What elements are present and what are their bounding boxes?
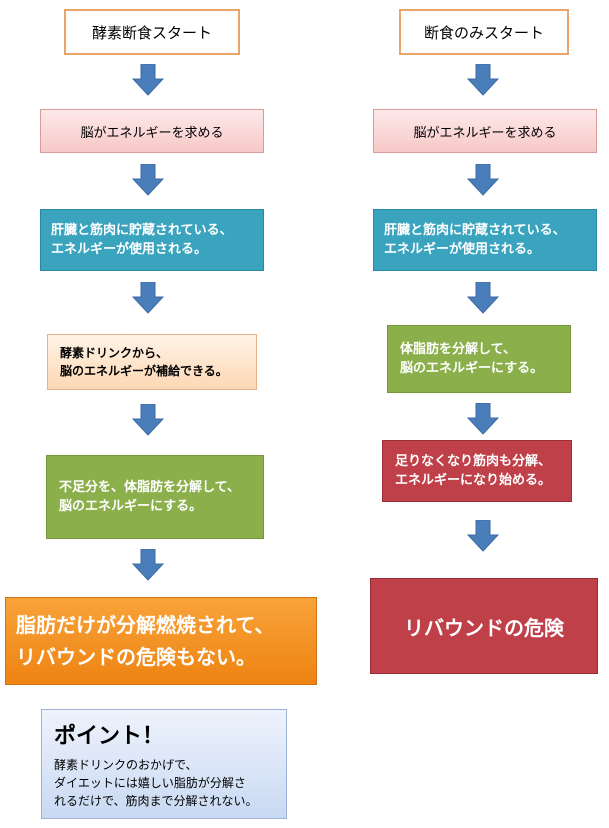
- left-result-line2: リバウンドの危険もない。: [16, 645, 256, 669]
- left-result-box: 脂肪だけが分解燃焼されて、 リバウンドの危険もない。: [5, 597, 317, 685]
- arrow-down-icon: [132, 64, 164, 96]
- right-start-label: 断食のみスタート: [423, 23, 544, 42]
- arrow-down-icon: [467, 164, 499, 196]
- arrow-down-icon: [132, 282, 164, 314]
- left-step1-label: 脳がエネルギーを求める: [80, 125, 224, 141]
- right-result-box: リバウンドの危険: [370, 578, 598, 674]
- left-result-line1: 脂肪だけが分解燃焼されて、: [16, 613, 275, 637]
- left-start-label: 酵素断食スタート: [91, 23, 212, 42]
- left-step2-line2: エネルギーが使用される。: [51, 242, 208, 257]
- arrow-down-icon: [132, 549, 164, 581]
- left-step4-box: 不足分を、体脂肪を分解して、 脳のエネルギーにする。: [46, 455, 264, 539]
- left-step2-box: 肝臓と筋肉に貯蔵されている、 エネルギーが使用される。: [40, 209, 264, 271]
- arrow-down-icon: [467, 64, 499, 96]
- left-step2-line1: 肝臓と筋肉に貯蔵されている、: [51, 223, 233, 238]
- right-step2-box: 肝臓と筋肉に貯蔵されている、 エネルギーが使用される。: [373, 209, 597, 271]
- left-step3-line2: 脳のエネルギーが補給できる。: [60, 364, 228, 378]
- arrow-down-icon: [132, 164, 164, 196]
- point-line3: れるだけで、筋肉まで分解されない。: [54, 794, 258, 808]
- arrow-down-icon: [467, 403, 499, 435]
- right-result-label: リバウンドの危険: [404, 615, 564, 640]
- right-start-box: 断食のみスタート: [399, 9, 569, 55]
- left-step3-box: 酵素ドリンクから、 脳のエネルギーが補給できる。: [47, 334, 257, 390]
- right-step1-box: 脳がエネルギーを求める: [373, 109, 597, 153]
- arrow-down-icon: [467, 520, 499, 552]
- left-step3-line1: 酵素ドリンクから、: [60, 346, 169, 360]
- right-step2-line1: 肝臓と筋肉に貯蔵されている、: [384, 223, 566, 238]
- right-step3-line2: 脳のエネルギーにする。: [400, 361, 544, 376]
- left-step4-line2: 脳のエネルギーにする。: [59, 499, 203, 514]
- right-step4-line1: 足りなくなり筋肉も分解、: [395, 454, 552, 469]
- right-step3-box: 体脂肪を分解して、 脳のエネルギーにする。: [387, 325, 571, 393]
- point-line2: ダイエットには嬉しい脂肪が分解さ: [54, 776, 246, 790]
- right-step2-line2: エネルギーが使用される。: [384, 242, 541, 257]
- left-start-box: 酵素断食スタート: [64, 9, 240, 55]
- right-step1-label: 脳がエネルギーを求める: [413, 125, 557, 141]
- point-title: ポイント！: [54, 724, 165, 749]
- point-box: ポイント！ 酵素ドリンクのおかげで、 ダイエットには嬉しい脂肪が分解さ れるだけ…: [41, 709, 287, 819]
- right-step3-line1: 体脂肪を分解して、: [400, 342, 516, 357]
- right-step4-line2: エネルギーになり始める。: [395, 473, 552, 488]
- left-step1-box: 脳がエネルギーを求める: [40, 109, 264, 153]
- arrow-down-icon: [467, 282, 499, 314]
- point-line1: 酵素ドリンクのおかげで、: [54, 758, 198, 772]
- arrow-down-icon: [132, 404, 164, 436]
- left-step4-line1: 不足分を、体脂肪を分解して、: [59, 480, 240, 495]
- right-step4-box: 足りなくなり筋肉も分解、 エネルギーになり始める。: [382, 440, 572, 502]
